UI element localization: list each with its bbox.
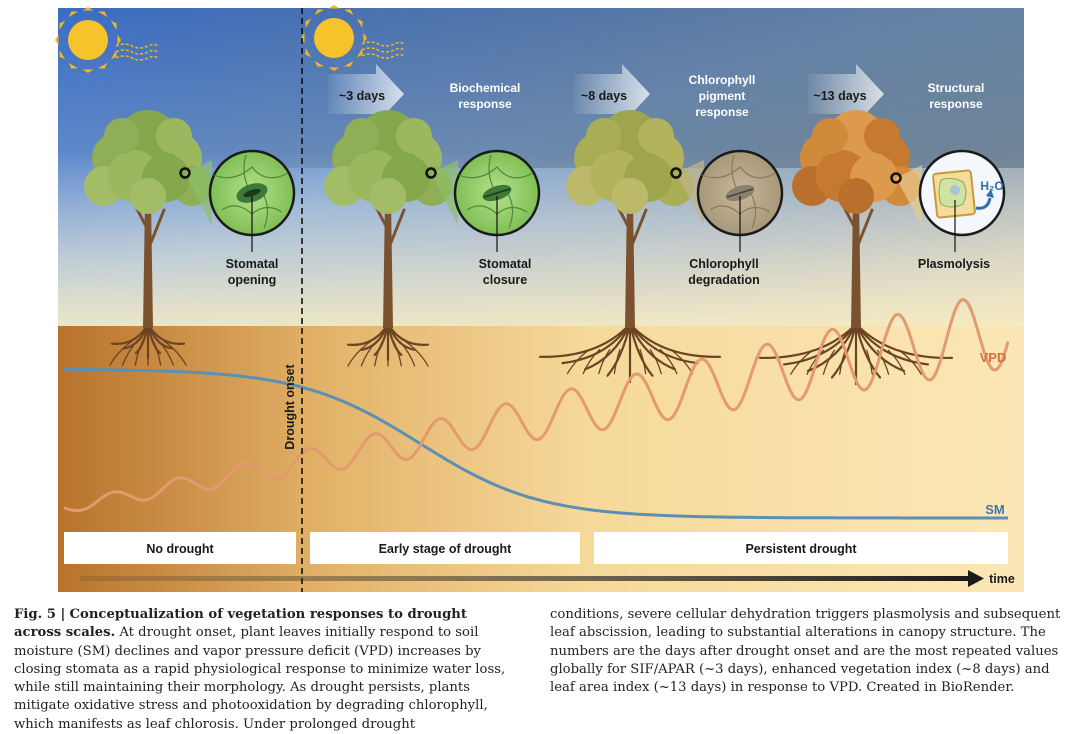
plasmolysis-zoom: H₂O — [890, 149, 1006, 252]
svg-text:Structural: Structural — [928, 81, 985, 95]
time-label: time — [989, 572, 1015, 586]
svg-text:No drought: No drought — [146, 542, 214, 556]
figure-number: Fig. 5 | — [14, 607, 66, 622]
svg-text:Biochemical: Biochemical — [450, 81, 521, 95]
tree-canopy — [792, 110, 920, 214]
drought-onset-label: Drought onset — [283, 363, 297, 449]
tree-canopy — [324, 110, 452, 214]
svg-text:Chlorophyll: Chlorophyll — [689, 73, 756, 87]
response-heading: Structural response — [928, 81, 985, 111]
caption-left: Fig. 5 | Conceptualization of vegetation… — [14, 606, 514, 734]
sun-icon — [301, 5, 405, 71]
svg-text:closure: closure — [483, 273, 528, 287]
time-axis: time — [80, 570, 1015, 587]
svg-text:Persistent drought: Persistent drought — [745, 542, 857, 556]
stage-label: Stomatal opening — [226, 257, 279, 287]
stage-label: Stomatal closure — [479, 257, 532, 287]
timeline-arrow: ~8 days — [574, 64, 650, 124]
arrow-label: ~8 days — [581, 89, 627, 103]
svg-text:Early stage of drought: Early stage of drought — [379, 542, 512, 556]
svg-text:opening: opening — [228, 273, 277, 287]
phase-box: Early stage of drought — [310, 532, 580, 564]
arrow-label: ~13 days — [813, 89, 866, 103]
figure-title: Conceptualization of vegetation response… — [14, 607, 467, 641]
svg-text:Stomatal: Stomatal — [479, 257, 532, 271]
svg-text:pigment: pigment — [699, 89, 746, 103]
sun-icon — [55, 7, 159, 73]
chlorophyll-degradation-zoom — [670, 149, 784, 252]
stage-label: Chlorophyll degradation — [688, 257, 760, 287]
sm-curve — [64, 367, 1008, 520]
arrow-label: ~3 days — [339, 89, 385, 103]
svg-text:response: response — [695, 105, 749, 119]
tree — [324, 110, 452, 367]
svg-text:Stomatal: Stomatal — [226, 257, 279, 271]
timeline-arrow: ~13 days — [808, 64, 884, 124]
stage-label: Plasmolysis — [918, 257, 990, 271]
drought-response-diagram: ~3 days ~8 days ~13 days Biochemical res… — [55, 5, 1024, 592]
stomata-closed-zoom — [425, 149, 541, 252]
tree-canopy — [566, 110, 694, 214]
svg-text:Chlorophyll: Chlorophyll — [689, 257, 758, 271]
vpd-label: VPD — [980, 350, 1007, 365]
caption-right: conditions, severe cellular dehydration … — [550, 606, 1065, 697]
water-label: H₂O — [980, 179, 1003, 193]
timeline-arrow: ~3 days — [328, 64, 404, 124]
sm-label: SM — [985, 502, 1005, 517]
caption-right-body: conditions, severe cellular dehydration … — [550, 607, 1061, 696]
svg-text:degradation: degradation — [688, 273, 760, 287]
caption-left-body: At drought onset, plant leaves initially… — [14, 625, 506, 732]
phase-box: No drought — [64, 532, 296, 564]
response-heading: Biochemical response — [450, 81, 521, 111]
vpd-curve — [63, 298, 1010, 513]
svg-text:Plasmolysis: Plasmolysis — [918, 257, 990, 271]
response-heading: Chlorophyll pigment response — [689, 73, 756, 119]
phase-box: Persistent drought — [594, 532, 1008, 564]
svg-text:response: response — [929, 97, 983, 111]
svg-text:response: response — [458, 97, 512, 111]
tree-roots — [109, 322, 187, 366]
stomata-open-zoom — [179, 149, 296, 252]
